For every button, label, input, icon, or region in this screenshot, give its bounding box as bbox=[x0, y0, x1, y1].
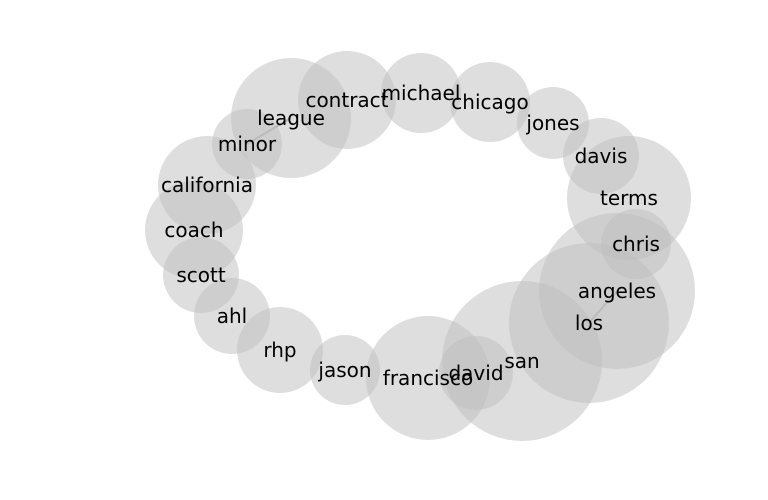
label-michael: michael bbox=[382, 81, 461, 105]
label-angeles: angeles bbox=[578, 279, 656, 303]
label-san: san bbox=[504, 349, 539, 373]
label-rhp: rhp bbox=[263, 338, 296, 362]
label-contract: contract bbox=[305, 88, 388, 112]
label-jason: jason bbox=[317, 358, 371, 382]
bubble-jason bbox=[310, 335, 380, 405]
label-scott: scott bbox=[176, 263, 225, 287]
bubble-francisco bbox=[366, 316, 490, 440]
label-california: california bbox=[161, 173, 253, 197]
bubble-chicago bbox=[450, 62, 530, 142]
label-ahl: ahl bbox=[217, 304, 248, 328]
label-chris: chris bbox=[612, 232, 660, 256]
bubbles-layer bbox=[145, 51, 695, 441]
label-chicago: chicago bbox=[451, 90, 528, 114]
bubble-rhp bbox=[237, 307, 323, 393]
label-davis: davis bbox=[575, 144, 628, 168]
label-david: david bbox=[448, 361, 503, 385]
label-terms: terms bbox=[600, 186, 658, 210]
label-minor: minor bbox=[218, 132, 277, 156]
label-league: league bbox=[257, 106, 325, 130]
label-francisco: francisco bbox=[383, 366, 473, 390]
label-coach: coach bbox=[164, 218, 223, 242]
bubble-michael bbox=[381, 53, 461, 133]
label-los: los bbox=[575, 311, 603, 335]
label-jones: jones bbox=[525, 111, 579, 135]
